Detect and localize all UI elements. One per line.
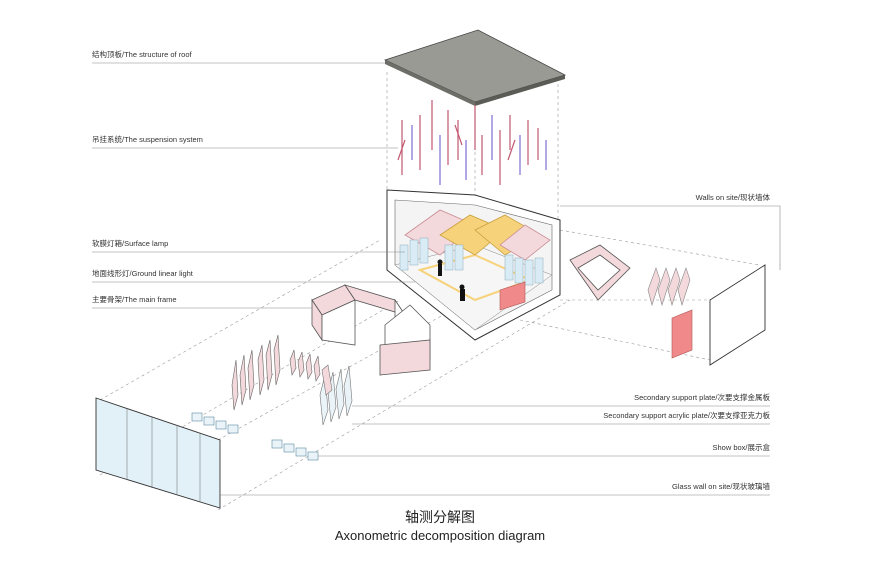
label-roof: 结构顶板/The structure of roof xyxy=(92,50,192,59)
glass-wall xyxy=(95,397,221,509)
side-frame xyxy=(569,244,631,301)
support-plates-metal xyxy=(231,334,321,411)
label-support-metal: Secondary support plate/次要支撑金属板 xyxy=(634,393,770,402)
label-show-box: Show box/展示盒 xyxy=(712,443,770,452)
suspension-rods xyxy=(397,100,547,185)
label-main-frame: 主要骨架/The main frame xyxy=(92,295,177,304)
support-plates-acrylic xyxy=(319,364,353,426)
label-ground-light: 地面线形灯/Ground linear light xyxy=(92,269,193,278)
label-glass-wall: Glass wall on site/现状玻璃墙 xyxy=(672,482,770,491)
show-boxes xyxy=(191,412,319,461)
leader-lines-right xyxy=(220,205,781,496)
label-support-acrylic: Secondary support acrylic plate/次要支撑亚克力板 xyxy=(603,411,770,420)
walls-on-site xyxy=(671,264,766,366)
label-walls: Walls on site/现状墙体 xyxy=(695,193,770,202)
title-chinese: 轴测分解图 xyxy=(405,510,475,526)
fins-right xyxy=(647,267,691,307)
room-box xyxy=(386,189,561,341)
label-surface-lamp: 软膜灯箱/Surface lamp xyxy=(92,239,169,248)
main-frame xyxy=(311,284,431,376)
leader-lines-left xyxy=(92,62,415,309)
title-english: Axonometric decomposition diagram xyxy=(334,528,546,543)
label-suspension: 吊挂系统/The suspension system xyxy=(92,135,203,144)
roof-plate xyxy=(383,29,567,106)
